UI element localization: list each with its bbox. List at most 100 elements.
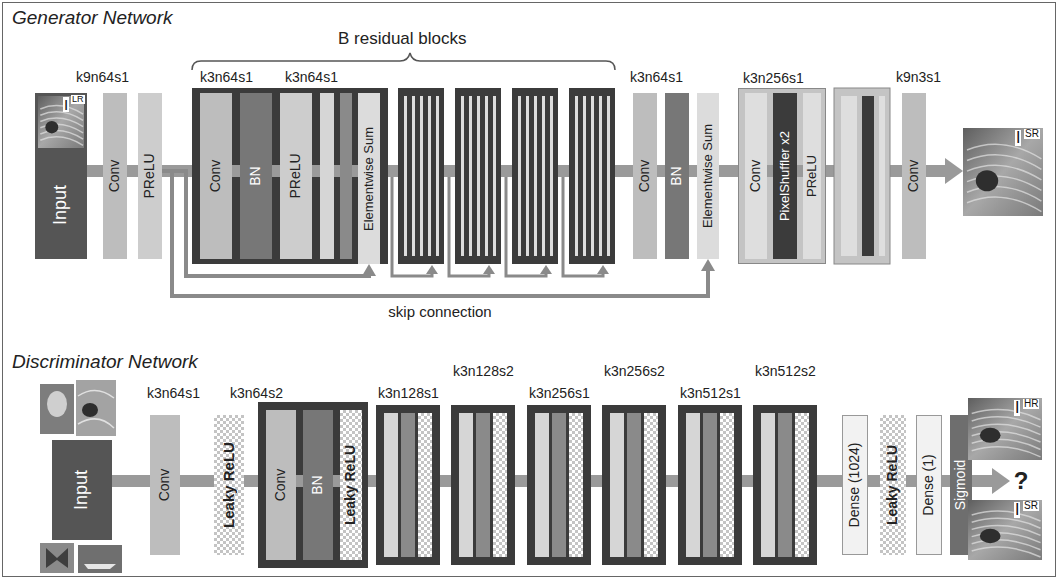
layer-stripe xyxy=(761,413,775,557)
conv-block: k3n512s2 xyxy=(753,405,817,565)
dense-layer: Dense (1) xyxy=(916,415,942,555)
arrow-head xyxy=(992,468,1010,494)
layer-stripe xyxy=(401,413,415,557)
prelu-layer: PReLU xyxy=(138,93,162,259)
photo-texture xyxy=(967,197,1041,212)
photo-face xyxy=(47,391,67,417)
arrow-head xyxy=(362,264,376,276)
connector xyxy=(515,481,527,482)
layer-stripe xyxy=(778,413,792,557)
image-symbol: SR xyxy=(1024,129,1040,139)
question-mark: ? xyxy=(1010,466,1032,496)
image-symbol: HR xyxy=(1023,399,1039,409)
data-flow-bar xyxy=(657,165,665,177)
connector xyxy=(87,171,103,172)
layer-stripe xyxy=(320,93,334,259)
layer-name: PReLU xyxy=(805,155,819,197)
dense-layer: Dense (1024) xyxy=(842,415,868,555)
arrow-head xyxy=(701,259,715,271)
data-flow-bar xyxy=(232,165,240,177)
connector xyxy=(868,481,880,482)
layer-name: Dense (1024) xyxy=(847,443,862,528)
block-body xyxy=(569,88,615,264)
frame xyxy=(3,3,1056,577)
layer-stripe xyxy=(518,96,521,256)
layer-stripe xyxy=(703,413,717,557)
layer-spec: k3n256s1 xyxy=(743,71,804,86)
data-flow-bar xyxy=(368,475,376,487)
layer-stripe xyxy=(879,96,885,256)
data-flow-bar xyxy=(742,475,753,487)
conv-block: k3n64s2ConvBNLeaky ReLU xyxy=(258,402,368,568)
layer-stripe xyxy=(627,413,641,557)
leaky-relu-layer: Leaky ReLU xyxy=(340,410,362,560)
arrow-head xyxy=(426,265,438,274)
photo-texture xyxy=(980,428,1001,443)
layer-name: Conv xyxy=(906,160,921,193)
connector xyxy=(591,481,602,482)
hr-image: IHR xyxy=(968,398,1042,460)
image-symbol: LR xyxy=(71,95,85,104)
image-symbol: I xyxy=(1015,130,1021,146)
layer-stripe xyxy=(340,93,352,259)
connector xyxy=(440,481,451,482)
layer-spec: k3n256s2 xyxy=(604,364,665,379)
layer-stripe xyxy=(534,96,537,256)
data-flow-bar xyxy=(333,475,340,487)
edge-label: skip connection xyxy=(388,304,491,321)
layer-spec: k3n256s1 xyxy=(529,386,590,401)
layer-stripe xyxy=(607,96,610,256)
layer-spec: k3n64s2 xyxy=(230,386,283,401)
layer-stripe xyxy=(384,413,398,557)
batch-norm: BN xyxy=(303,410,333,560)
layer-spec: k3n128s1 xyxy=(378,386,439,401)
data-flow-bar xyxy=(591,475,602,487)
layer-name: Conv xyxy=(748,160,763,193)
conv-block: k3n128s1 xyxy=(376,405,440,565)
data-flow-bar xyxy=(440,475,451,487)
connector xyxy=(244,481,258,482)
photo-texture xyxy=(972,547,1041,557)
layer-name: Sigmoid xyxy=(953,460,968,511)
layer-stripe xyxy=(535,413,549,557)
data-flow-bar xyxy=(244,475,258,487)
symbol: ? xyxy=(1014,468,1029,494)
layer-spec: k9n3s1 xyxy=(896,70,941,85)
data-flow-bar xyxy=(127,165,138,177)
prelu-layer: PReLU xyxy=(803,93,821,259)
batch-norm: BN xyxy=(240,93,272,259)
layer-stripe xyxy=(795,413,809,557)
residual-block-mini xyxy=(392,88,444,276)
block-body xyxy=(455,88,501,264)
arrow-head xyxy=(597,265,609,274)
conv-layer: Conv xyxy=(266,410,296,560)
layer-stripe xyxy=(418,413,432,557)
connector xyxy=(272,171,280,172)
image-symbol: SR xyxy=(1023,501,1039,511)
layer-stripe xyxy=(644,413,658,557)
layer-stripe xyxy=(542,96,545,256)
photo xyxy=(40,543,74,573)
photo-texture xyxy=(976,170,998,191)
connector xyxy=(817,481,842,482)
layer-stripe xyxy=(841,96,857,256)
connector xyxy=(180,481,214,482)
output-image: ISR xyxy=(963,128,1043,216)
layer-stripe xyxy=(720,413,734,557)
upsample-block-mini xyxy=(834,88,890,264)
layer-spec: k3n512s2 xyxy=(755,364,816,379)
block-body xyxy=(834,88,890,264)
layer-stripe xyxy=(485,96,488,256)
leaky-relu-layer: Leaky ReLU xyxy=(880,415,906,555)
skip-loop xyxy=(449,177,489,276)
photo-texture xyxy=(963,128,1043,216)
connector xyxy=(657,171,665,172)
layer-name: Leaky ReLU xyxy=(221,442,238,528)
residual-block-mini xyxy=(506,88,558,276)
conv-block: k3n512s1 xyxy=(678,405,742,565)
photo-frame xyxy=(963,128,1043,216)
upsample-block: k3n256s1ConvPixelShuffler x2PReLU xyxy=(738,88,826,264)
connector xyxy=(296,481,303,482)
data-flow-bar xyxy=(112,475,150,487)
